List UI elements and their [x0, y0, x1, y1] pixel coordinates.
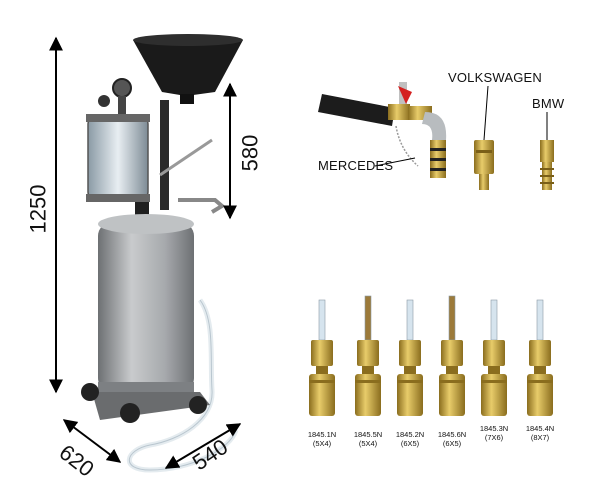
probe-size: (7X6)	[484, 433, 504, 442]
bmw-label: BMW	[532, 96, 565, 111]
width-arrow	[164, 423, 242, 469]
volkswagen-label: VOLKSWAGEN	[448, 70, 542, 85]
oil-drainer-machine	[81, 34, 243, 473]
probe-4	[439, 295, 465, 416]
depth-arrow	[62, 419, 122, 463]
probe-code: 1845.1N	[307, 430, 337, 439]
probe-code: 1845.4N	[525, 424, 555, 433]
probe-caption-6: 1845.4N(8X7)	[518, 424, 562, 442]
probe-code: 1845.6N	[437, 430, 467, 439]
probe-caption-4: 1845.6N(6X5)	[430, 430, 474, 448]
probe-caption-5: 1845.3N(7X6)	[472, 424, 516, 442]
probe-size: (5X4)	[312, 439, 332, 448]
dimension-arrows	[49, 36, 242, 469]
probe-caption-2: 1845.5N(5X4)	[346, 430, 390, 448]
height-total-label: 1250	[25, 184, 51, 234]
probe-6	[527, 299, 553, 416]
probe-code: 1845.5N	[353, 430, 383, 439]
probe-caption-1: 1845.1N(5X4)	[300, 430, 344, 448]
probe-size: (6X5)	[400, 439, 420, 448]
probe-5	[481, 299, 507, 416]
probe-caption-3: 1845.2N(6X5)	[388, 430, 432, 448]
probe-size: (6X5)	[442, 439, 462, 448]
bmw-adapter	[540, 112, 554, 190]
mercedes-label: MERCEDES	[318, 158, 394, 173]
probe-size: (8X7)	[530, 433, 550, 442]
height-top-label: 580	[237, 134, 263, 172]
probe-size: (5X4)	[358, 439, 378, 448]
probe-3	[397, 299, 423, 416]
probe-code: 1845.2N	[395, 430, 425, 439]
probe-2	[355, 295, 381, 416]
probe-1	[309, 299, 335, 416]
probe-set	[309, 295, 553, 416]
mercedes-adapter	[318, 82, 447, 178]
probe-code: 1845.3N	[479, 424, 509, 433]
volkswagen-adapter	[474, 85, 494, 190]
